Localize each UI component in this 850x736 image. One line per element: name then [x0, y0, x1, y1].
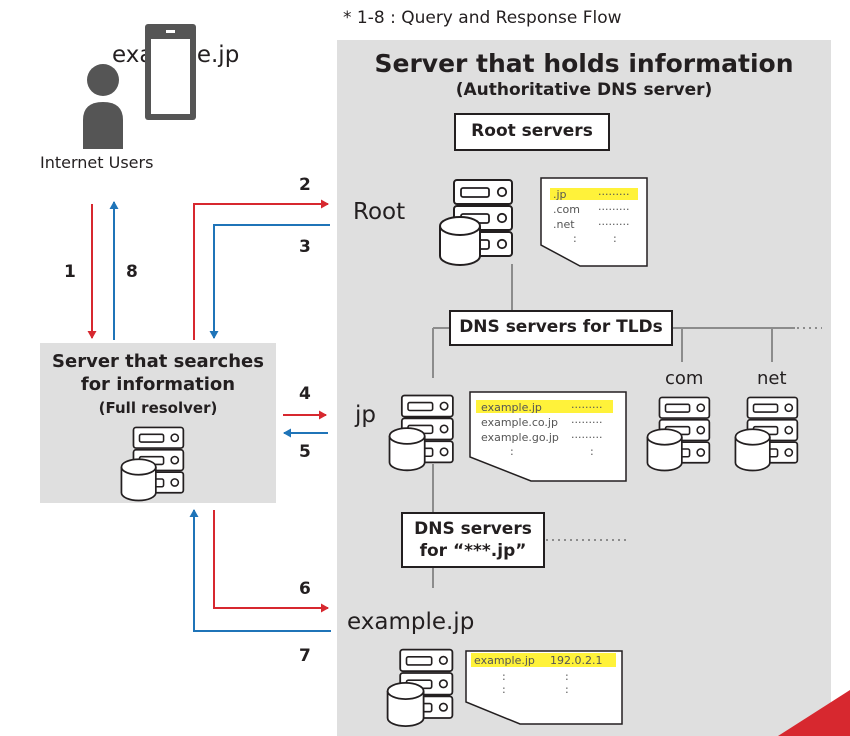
net-server-icon — [734, 396, 799, 472]
tablet-icon — [145, 24, 196, 120]
root-doc-value: : — [613, 232, 617, 245]
caption: * 1-8 : Query and Response Flow — [343, 8, 622, 28]
tld-servers-box: DNS servers for TLDs — [449, 310, 673, 346]
user-icons — [83, 24, 196, 149]
resolver-line1: Server that searches — [52, 351, 264, 372]
example-doc-entry: : — [502, 683, 506, 696]
internet-users-label: Internet Users — [40, 153, 154, 172]
jp-server-icon — [388, 394, 454, 472]
root-server-icon — [439, 179, 513, 266]
jp-doc-entry: example.go.jp — [481, 431, 559, 444]
step-4: 4 — [299, 384, 311, 404]
step-7: 7 — [299, 646, 311, 666]
step-2: 2 — [299, 175, 311, 195]
authoritative-panel — [337, 40, 831, 736]
step-8: 8 — [126, 262, 138, 282]
example-doc-entry: : — [502, 670, 506, 683]
arrow-3 — [209, 224, 330, 339]
jp-zone-document — [469, 391, 627, 482]
jp-servers-box-line1: DNS servers — [414, 519, 532, 539]
root-doc-value: ········· — [598, 188, 630, 201]
root-servers-box: Root servers — [454, 113, 610, 151]
step-6: 6 — [299, 579, 311, 599]
root-doc-entry: .net — [553, 218, 575, 231]
example-server-icon — [386, 648, 454, 727]
step-3: 3 — [299, 237, 311, 257]
root-doc-value: ········· — [598, 218, 630, 231]
example-doc-value: : — [565, 683, 569, 696]
resolver-line3: (Full resolver) — [98, 399, 218, 417]
root-server-label: Root — [353, 199, 406, 225]
jp-doc-value: : — [590, 445, 594, 458]
jp-doc-value: ········· — [571, 431, 603, 444]
com-server-icon — [646, 396, 711, 472]
jp-doc-entry: example.co.jp — [481, 416, 558, 429]
example-server-label: example.jp — [347, 609, 475, 635]
jp-doc-value: ········· — [571, 401, 603, 414]
root-doc-entry: : — [573, 232, 577, 245]
step-1: 1 — [64, 262, 76, 282]
jp-servers-box-line2: for “***.jp” — [419, 541, 527, 561]
resolver-server-icon — [120, 426, 185, 502]
root-doc-entry: .jp — [553, 188, 567, 201]
arrow-7 — [189, 509, 331, 632]
example-zone-document — [465, 650, 623, 725]
jp-servers-box: DNS servers for “***.jp” — [401, 512, 545, 568]
jp-doc-value: ········· — [571, 416, 603, 429]
jp-doc-entry: example.jp — [481, 401, 542, 414]
person-icon — [83, 64, 123, 149]
jp-doc-entry: : — [510, 445, 514, 458]
arrow-2 — [193, 199, 329, 340]
step-5: 5 — [299, 442, 311, 462]
example-doc-entry: example.jp — [474, 654, 535, 667]
authoritative-subtitle: (Authoritative DNS server) — [455, 80, 713, 100]
root-zone-document — [540, 177, 648, 267]
root-doc-value: ········· — [598, 203, 630, 216]
authoritative-title: Server that holds information — [374, 49, 794, 78]
example-doc-value: : — [565, 670, 569, 683]
corner-accent — [778, 690, 850, 736]
net-server-label: net — [757, 368, 787, 389]
root-doc-entry: .com — [553, 203, 580, 216]
resolver-line2: for information — [80, 374, 236, 395]
example-doc-value: 192.0.2.1 — [550, 654, 603, 667]
com-server-label: com — [665, 368, 704, 389]
jp-server-label: jp — [355, 402, 376, 428]
arrow-6 — [213, 510, 329, 613]
